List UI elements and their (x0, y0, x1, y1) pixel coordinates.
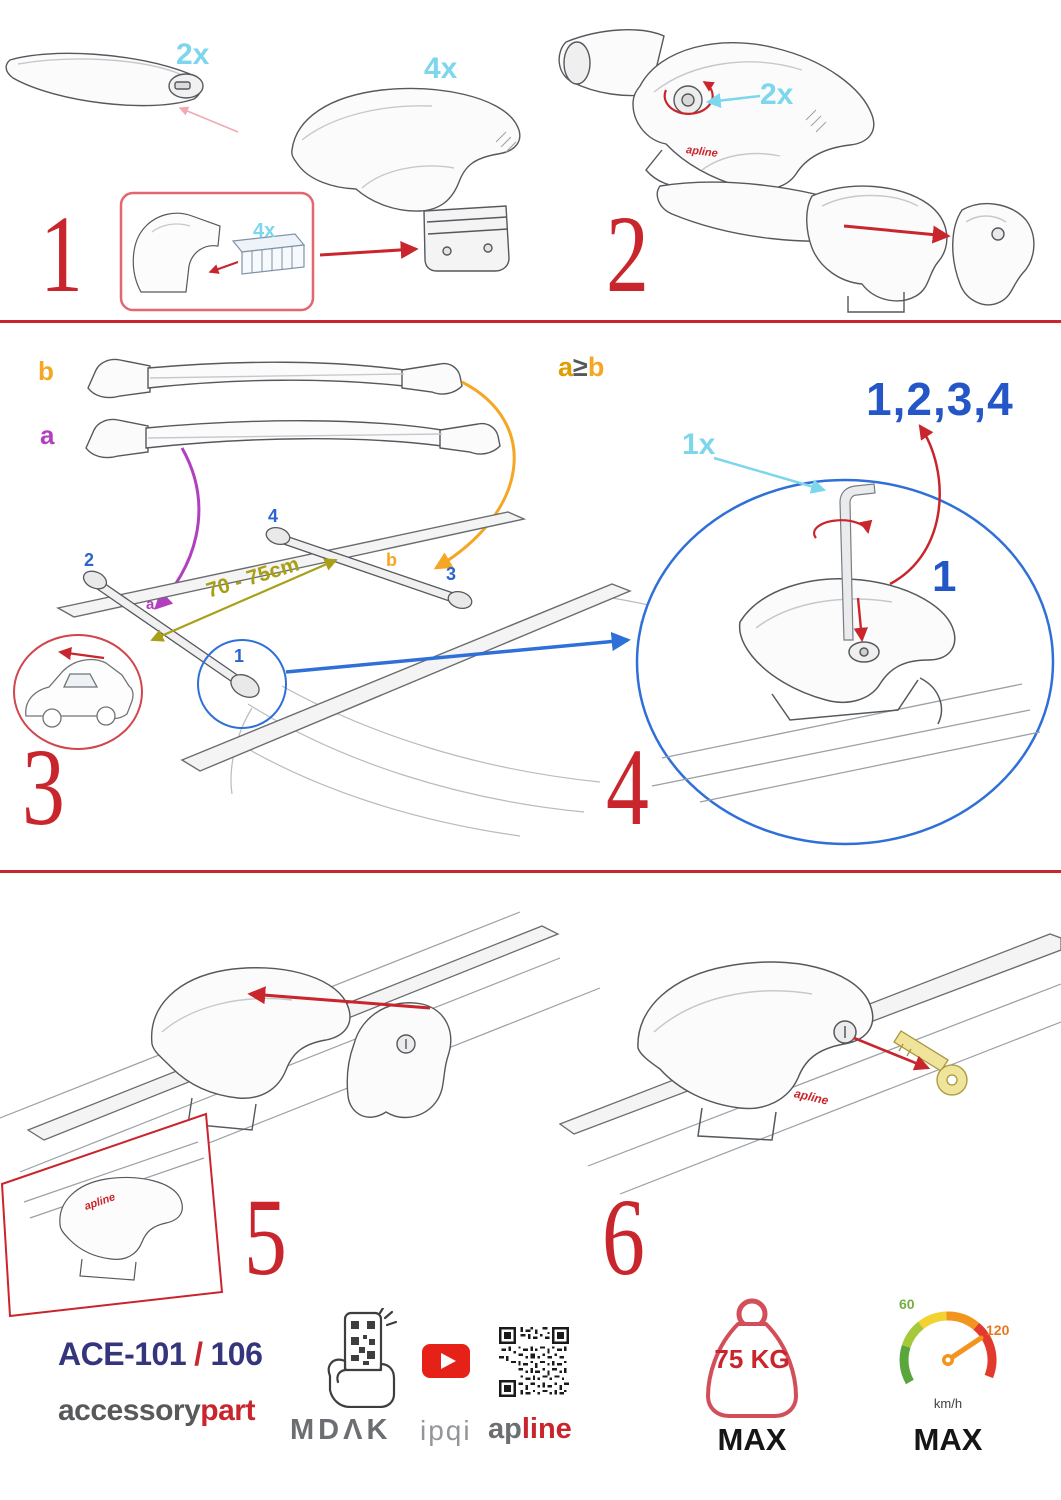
step3-number: 3 (22, 726, 65, 848)
max-speed-gauge-icon (899, 1311, 997, 1385)
step4-number: 4 (606, 726, 649, 848)
step1-bar-qty: 2x (176, 38, 210, 71)
apline-logo-gray: ap (488, 1413, 522, 1445)
roof-bar-b-label: b (386, 550, 397, 570)
key-qty-arrow (713, 456, 827, 494)
step5-foot-illustration (150, 967, 351, 1131)
model-variant: 106 (210, 1336, 263, 1372)
youtube-play-icon (422, 1344, 470, 1378)
roof-position-4: 4 (268, 506, 279, 526)
ipqi-logo: ipqi (420, 1415, 472, 1446)
knob-qty-arrow (705, 93, 761, 108)
key-illustration (893, 1030, 968, 1096)
roof-position-1: 1 (234, 646, 245, 666)
step6-number: 6 (602, 1176, 645, 1298)
step5-inset (0, 1112, 224, 1318)
detail-link-arrow (285, 631, 631, 674)
assembly-illustrations-top (5, 29, 1035, 313)
apline-logo: apline (488, 1413, 572, 1446)
section-divider-1 (0, 320, 1061, 323)
foot-on-bar-illustration (558, 29, 875, 191)
endcap-arrow (843, 224, 951, 244)
apline-logo-red: line (521, 1413, 572, 1445)
roof-position-3: 3 (446, 564, 457, 584)
step2-lock-qty: 2x (760, 78, 794, 111)
step1-number: 1 (40, 193, 83, 315)
step1-foot-qty: 4x (424, 52, 458, 85)
mdak-logo: MDΛK (290, 1414, 392, 1446)
positioning-illustrations (13, 358, 1055, 846)
crossbar-profile-illustration (5, 52, 204, 107)
roof-rails (56, 511, 632, 772)
max-load-value: 75 KG (714, 1344, 790, 1374)
model-separator: / (194, 1336, 203, 1372)
lock-cover-illustration (346, 1002, 452, 1119)
rotate-key-arrow (813, 519, 873, 539)
step2-number: 2 (606, 193, 649, 315)
section-divider-2 (0, 870, 1061, 873)
speed-min-label: 60 (899, 1296, 915, 1312)
phone-qr-hand-icon (327, 1308, 398, 1408)
locking-illustrations (0, 911, 1061, 1318)
max-speed-label: MAX (913, 1422, 983, 1457)
company-logo-red: part (200, 1394, 255, 1427)
bar-b-label: b (38, 356, 54, 386)
max-load-label: MAX (717, 1422, 787, 1457)
step5-number: 5 (244, 1176, 287, 1298)
qr-code-icon (499, 1327, 569, 1397)
allen-key-illustration (839, 483, 876, 641)
bar-b-illustration (87, 358, 463, 399)
speed-high-label: 120 (986, 1322, 1010, 1338)
bar-pointer-line (178, 106, 239, 133)
condition-a: a (558, 352, 574, 382)
condition-b: b (587, 352, 605, 382)
foot-clamp-illustration (291, 87, 521, 272)
bar-b-position-arrow (433, 380, 516, 570)
max-load-weight-icon (706, 1298, 798, 1418)
model-name: ACE-101 (58, 1336, 187, 1372)
bolt-arrow (853, 597, 869, 643)
front-foot-focus-circle (197, 639, 287, 729)
key-arrow (853, 1036, 931, 1071)
rotate-knob-arrow (663, 81, 715, 115)
condition-operator: ≥ (573, 352, 588, 382)
order-arrow (889, 424, 941, 586)
bar-distance-arrow (150, 558, 338, 642)
company-logo-gray: accessory (58, 1394, 201, 1427)
tighten-first-label: 1 (932, 552, 957, 601)
key-qty: 1x (682, 428, 716, 461)
model-code: ACE-101/106 (58, 1336, 263, 1373)
bar-a-label: a (40, 420, 55, 450)
pad-to-foot-arrow (319, 240, 419, 259)
rubber-pad-inset (119, 191, 315, 312)
length-condition: a≥b (558, 352, 604, 383)
speed-unit-label: km/h (933, 1396, 963, 1411)
car-direction-inset (13, 634, 143, 750)
cover-slide-arrow (247, 986, 431, 1010)
tightening-order: 1,2,3,4 (866, 373, 1014, 425)
bar-a-illustration (85, 418, 501, 459)
company-logo: accessorypart (58, 1394, 255, 1428)
roof-position-2: 2 (84, 550, 95, 570)
tightening-detail (635, 478, 1055, 846)
step6-foot-illustration (637, 961, 874, 1141)
step1-pad-qty: 4x (253, 220, 276, 242)
endcap-fitting-illustration (656, 181, 1035, 313)
roof-bar-a-label: a (146, 596, 155, 613)
